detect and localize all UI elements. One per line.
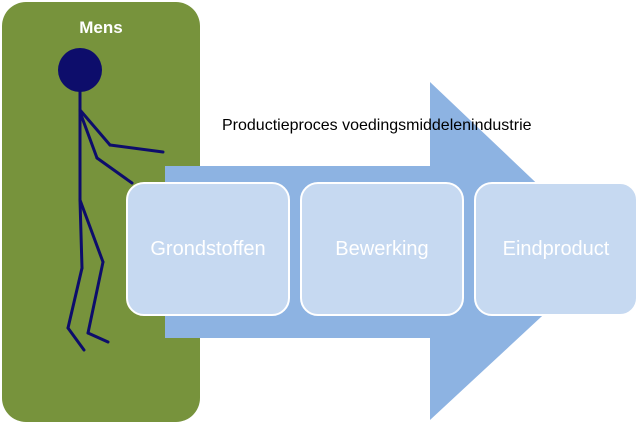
- step-end-product: Eindproduct: [474, 182, 638, 316]
- step-end-product-label: Eindproduct: [502, 237, 610, 260]
- figure-leg-left-shin: [66, 266, 84, 330]
- figure-arm-upper-fore: [108, 143, 165, 154]
- figure-head: [58, 48, 102, 92]
- figure-arm-lower-fore: [95, 156, 134, 185]
- figure-leg-right: [78, 198, 105, 264]
- step-raw-materials-label: Grondstoffen: [150, 237, 266, 260]
- figure-leg-right-foot: [86, 331, 110, 344]
- process-title: Productieproces voedingsmiddelenindustri…: [222, 117, 532, 134]
- figure-arm-upper: [78, 108, 112, 147]
- figure-arm-lower: [78, 110, 99, 160]
- step-processing: Bewerking: [300, 182, 464, 316]
- human-panel-title: Mens: [79, 18, 123, 37]
- step-processing-label: Bewerking: [335, 237, 429, 260]
- figure-leg-left: [78, 198, 84, 270]
- figure-leg-left-foot: [66, 326, 86, 352]
- step-raw-materials: Grondstoffen: [126, 182, 290, 316]
- figure-leg-right-shin: [86, 260, 105, 335]
